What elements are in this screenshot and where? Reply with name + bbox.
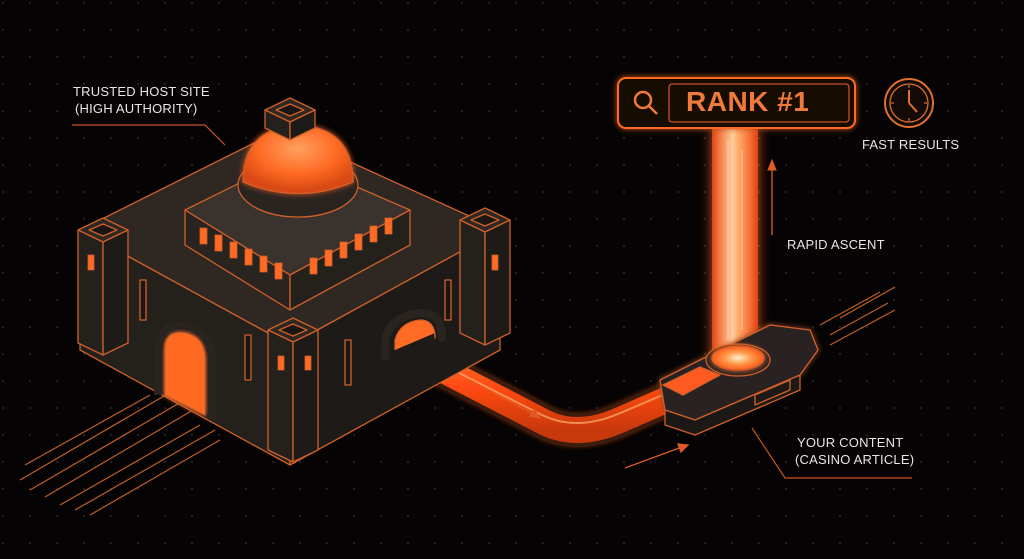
host-building [77, 97, 511, 466]
host-site-label: TRUSTED HOST SITE (HIGH AUTHORITY) [73, 83, 210, 117]
fast-results-label: FAST RESULTS [862, 137, 960, 152]
clock-icon [884, 78, 934, 128]
content-callout-line [751, 427, 912, 479]
speed-lines-right [819, 286, 896, 346]
search-icon [633, 90, 658, 115]
search-bar-frame [617, 77, 856, 129]
tower-back [264, 97, 316, 141]
content-device [659, 324, 819, 436]
tower-front [267, 317, 319, 463]
ascent-arrow [767, 158, 777, 235]
your-content-label-line2: (CASINO ARTICLE) [795, 452, 915, 467]
host-site-label-line1: TRUSTED HOST SITE [73, 84, 210, 99]
rapid-ascent-label: RAPID ASCENT [787, 237, 885, 252]
your-content-label: YOUR CONTENT (CASINO ARTICLE) [795, 434, 914, 468]
content-pipe [378, 328, 717, 447]
host-callout-line [72, 124, 226, 146]
tower-right [459, 207, 511, 346]
ascent-beam [712, 128, 758, 368]
your-content-label-line1: YOUR CONTENT [797, 435, 904, 450]
host-site-label-line2: (HIGH AUTHORITY) [75, 101, 198, 116]
speed-lines-left [19, 374, 221, 516]
pipe-arrows [469, 379, 690, 469]
rank-text: RANK #1 [686, 86, 810, 117]
tower-left [77, 217, 129, 356]
